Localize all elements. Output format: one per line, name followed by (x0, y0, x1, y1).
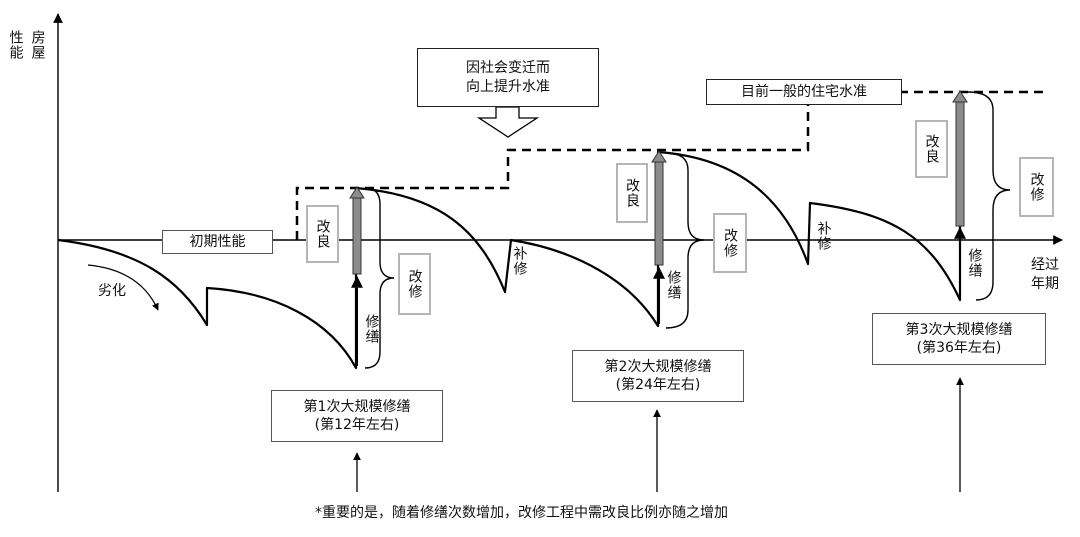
repair-label-3: 修缮 (966, 248, 983, 278)
performance-curve (57, 92, 962, 370)
major-repair-3-title: 第3次大规模修缮 (905, 321, 1013, 338)
improvement-bar-1-head (349, 186, 365, 199)
y-axis-label-performance: 性能 (7, 30, 24, 60)
x-axis-label-line1: 经过 (1031, 257, 1059, 273)
major-repair-3-period: (第36年左右) (916, 340, 1002, 356)
current-standard-box: 目前一般的住宅水准 (706, 79, 902, 105)
improvement-box-1: 改良 (306, 205, 339, 263)
renovation-box-1: 改修 (398, 253, 431, 315)
brace-1 (364, 187, 395, 369)
renovation-box-3: 改修 (1019, 157, 1054, 217)
y-axis-label-house: 房屋 (29, 30, 46, 60)
improvement-bar-2 (654, 160, 664, 266)
major-repair-1-box: 第1次大规模修缮 (第12年左右) (271, 390, 443, 442)
x-axis-label-line2: 年期 (1031, 276, 1059, 292)
current-standard-text: 目前一般的住宅水准 (741, 83, 867, 100)
brace-3 (967, 91, 1011, 301)
repair-label-2: 修缮 (665, 270, 682, 300)
footnote: *重要的是，随着修缮次数增加，改修工程中需改良比例亦随之增加 (315, 505, 728, 521)
society-change-text-line1: 因社会变迁而 (466, 60, 550, 77)
improvement-box-3: 改良 (915, 120, 948, 178)
patch-repair-label-1: 补修 (511, 246, 528, 276)
major-repair-2-period: (第24年左右) (615, 377, 701, 393)
brace-2 (665, 152, 705, 329)
improvement-box-2: 改良 (616, 163, 648, 223)
major-repair-1-title: 第1次大规模修缮 (303, 398, 411, 415)
society-change-box: 因社会变迁而 向上提升水准 (417, 48, 599, 107)
initial-performance-text: 初期性能 (189, 233, 246, 250)
deterioration-label: 劣化 (98, 283, 126, 299)
improvement-bar-2-head (651, 150, 667, 163)
renovation-box-2: 改修 (713, 213, 747, 273)
deterioration-arrow (87, 264, 159, 311)
initial-performance-box: 初期性能 (162, 230, 273, 254)
repair-label-1: 修缮 (363, 314, 380, 344)
patch-repair-label-2: 补修 (815, 221, 832, 251)
improvement-bar-3 (955, 100, 965, 227)
major-repair-2-title: 第2次大规模修缮 (604, 358, 712, 375)
improvement-bar-3-head (952, 90, 968, 103)
improvement-bar-1 (352, 196, 362, 275)
standard-level-dashed-line (295, 90, 1043, 240)
major-repair-3-box: 第3次大规模修缮 (第36年左右) (872, 313, 1046, 365)
major-repair-2-box: 第2次大规模修缮 (第24年左右) (572, 350, 744, 402)
hollow-down-arrow (476, 106, 540, 138)
major-repair-1-period: (第12年左右) (314, 417, 400, 433)
society-change-text-line2: 向上提升水准 (466, 78, 550, 95)
